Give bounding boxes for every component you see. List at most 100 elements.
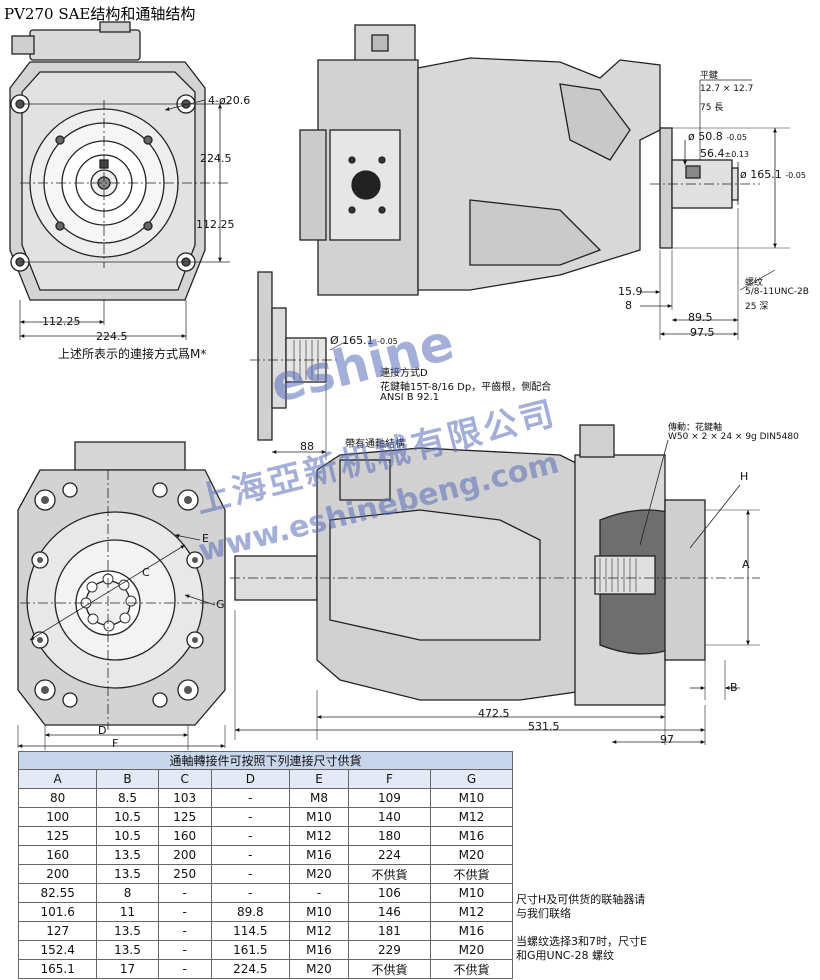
label-D: D — [98, 724, 107, 737]
table-cell: M16 — [429, 921, 514, 941]
table-cell: 103 — [157, 788, 212, 808]
table-cell: 10.5 — [96, 826, 159, 846]
table-cell: M16 — [289, 940, 349, 960]
table-cell: 161.5 — [210, 940, 291, 960]
table-cell: M12 — [429, 902, 514, 922]
col-header-f: F — [347, 769, 431, 789]
table-cell: 181 — [347, 921, 431, 941]
table-cell: 160 — [157, 826, 212, 846]
dim-224-5-horizontal: 224.5 — [96, 330, 128, 343]
table-cell: M12 — [289, 826, 349, 846]
table-cell: 8 — [96, 883, 159, 903]
table-cell: 229 — [347, 940, 431, 960]
thread-spec: 5/8-11UNC-2B — [745, 287, 809, 297]
drive-title: 傳動：花鍵軸 — [668, 423, 723, 433]
page-title: PV270 SAE结构和通轴结构 — [4, 5, 196, 23]
table-cell: M10 — [289, 807, 349, 827]
front-view-sae — [9, 21, 230, 340]
table-cell: M20 — [429, 940, 514, 960]
table-cell: 109 — [347, 788, 431, 808]
thread-depth: 25 深 — [745, 302, 769, 312]
table-cell: 200 — [17, 864, 98, 884]
table-cell: - — [210, 883, 291, 903]
table-cell: 152.4 — [17, 940, 98, 960]
table-cell: M10 — [289, 902, 349, 922]
through-label: 帶有通軸結構 — [345, 439, 405, 450]
table-cell: 10.5 — [96, 807, 159, 827]
dim-97-5: 97.5 — [690, 326, 715, 339]
table-cell: M16 — [289, 845, 349, 865]
dim-531-5: 531.5 — [528, 720, 560, 733]
table-cell: M20 — [429, 845, 514, 865]
table-cell: 不供貨 — [347, 959, 431, 979]
table-cell: 114.5 — [210, 921, 291, 941]
label-E: E — [202, 532, 209, 545]
table-cell: 80 — [17, 788, 98, 808]
table-cell: 13.5 — [96, 845, 159, 865]
spline-method: 連接方式D — [380, 368, 428, 379]
table-cell: 8.5 — [96, 788, 159, 808]
table-cell: - — [289, 883, 349, 903]
flange-dia: ø 165.1 -0.05 — [740, 168, 806, 181]
col-header-b: B — [96, 769, 159, 789]
table-cell: 146 — [347, 902, 431, 922]
table-cell: 106 — [347, 883, 431, 903]
table-cell: - — [157, 959, 212, 979]
table-cell: 101.6 — [17, 902, 98, 922]
key-size: 12.7 × 12.7 — [700, 84, 754, 94]
dim-97: 97 — [660, 733, 674, 746]
dim-8: 8 — [625, 299, 632, 312]
col-header-e: E — [289, 769, 349, 789]
key-length: 75 長 — [700, 103, 724, 113]
table-cell: 不供貨 — [347, 864, 431, 884]
table-cell: 13.5 — [96, 864, 159, 884]
note-thread: 当螺纹选择3和7时，尺寸E和G用UNC-28 螺纹 — [516, 935, 647, 962]
table-cell: - — [210, 845, 291, 865]
dim-15-9: 15.9 — [618, 285, 643, 298]
table-cell: - — [157, 940, 212, 960]
rear-view-through — [17, 441, 226, 750]
table-cell: - — [210, 788, 291, 808]
note-coupling: 尺寸H及可供货的联轴器请与我们联络 — [516, 893, 646, 920]
label-A: A — [742, 558, 750, 571]
table-cell: 100 — [17, 807, 98, 827]
through-drive-side — [230, 424, 760, 745]
table-cell: 13.5 — [96, 940, 159, 960]
label-C: C — [142, 566, 150, 579]
table-cell: 13.5 — [96, 921, 159, 941]
holes-label: 4-ø20.6 — [208, 94, 251, 107]
drive-spec: W50 × 2 × 24 × 9g DIN5480 — [668, 432, 799, 442]
dim-112-25-vertical: 112.25 — [196, 218, 235, 231]
table-cell: - — [210, 826, 291, 846]
col-header-a: A — [17, 769, 98, 789]
dim-224-5-vertical: 224.5 — [200, 152, 232, 165]
table-cell: 82.55 — [17, 883, 98, 903]
table-cell: - — [210, 807, 291, 827]
table-cell: 200 — [157, 845, 212, 865]
table-cell: 不供貨 — [429, 864, 514, 884]
table-cell: 180 — [347, 826, 431, 846]
col-header-c: C — [157, 769, 212, 789]
table-cell: 125 — [17, 826, 98, 846]
table-cell: 125 — [157, 807, 212, 827]
dim-89-5: 89.5 — [688, 311, 713, 324]
table-cell: - — [157, 902, 212, 922]
table-cell: 127 — [17, 921, 98, 941]
table-cell: M12 — [429, 807, 514, 827]
table-cell: M20 — [289, 864, 349, 884]
table-cell: 165.1 — [17, 959, 98, 979]
table-cell: 160 — [17, 845, 98, 865]
table-cell: 140 — [347, 807, 431, 827]
table-cell: M16 — [429, 826, 514, 846]
table-cell: 不供貨 — [429, 959, 514, 979]
spline-view — [250, 271, 346, 460]
